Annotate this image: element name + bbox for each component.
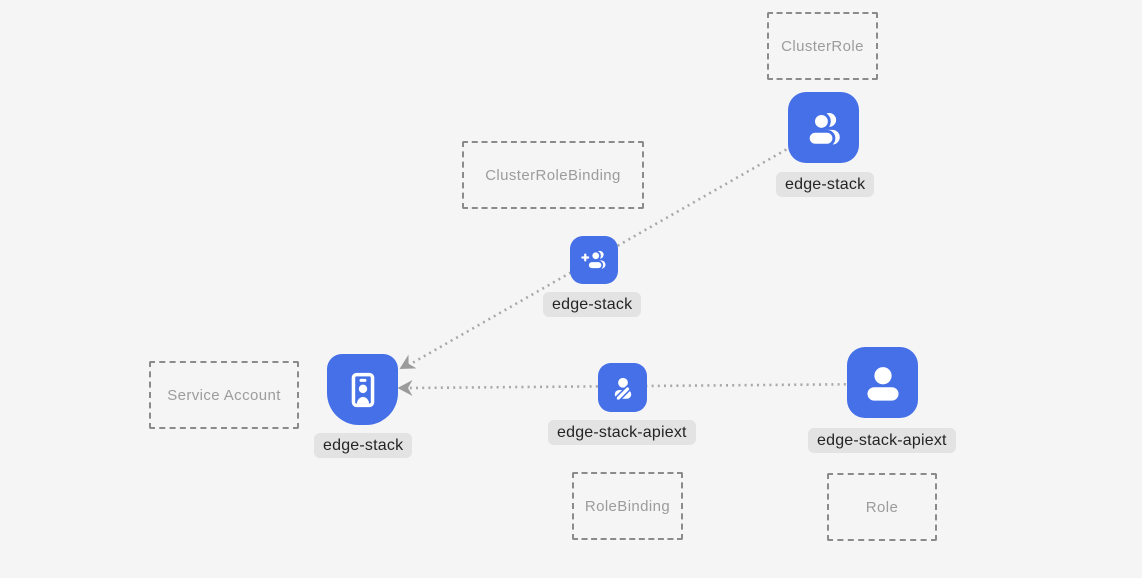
role-binding-box: RoleBinding xyxy=(572,472,683,540)
role-binding-box-label: RoleBinding xyxy=(584,497,671,515)
edge-role-to-serviceaccount xyxy=(405,382,884,390)
arrowhead-icon xyxy=(399,354,417,369)
cluster-role-box-label: ClusterRole xyxy=(781,37,864,55)
role-binding-name-label: edge-stack-apiext xyxy=(548,420,696,445)
people-icon xyxy=(788,92,859,163)
person-edit-icon xyxy=(598,363,647,412)
role-box-label: Role xyxy=(865,498,899,516)
role-name-label: edge-stack-apiext xyxy=(808,428,956,453)
cluster-role-binding-box: ClusterRoleBinding xyxy=(462,141,644,209)
role-box: Role xyxy=(827,473,937,541)
service-account-box-label: Service Account xyxy=(167,386,281,404)
badge-icon xyxy=(327,354,398,425)
cluster-role-name-label: edge-stack xyxy=(776,172,875,197)
cluster-role-binding-name-label: edge-stack xyxy=(543,292,642,317)
arrowhead-icon xyxy=(397,380,413,396)
person-icon xyxy=(847,347,918,418)
cluster-role-binding-box-label: ClusterRoleBinding xyxy=(485,166,621,184)
service-account-name-label: edge-stack xyxy=(314,433,413,458)
person-add-icon xyxy=(570,236,618,284)
service-account-box: Service Account xyxy=(149,361,299,429)
cluster-role-box: ClusterRole xyxy=(767,12,878,80)
